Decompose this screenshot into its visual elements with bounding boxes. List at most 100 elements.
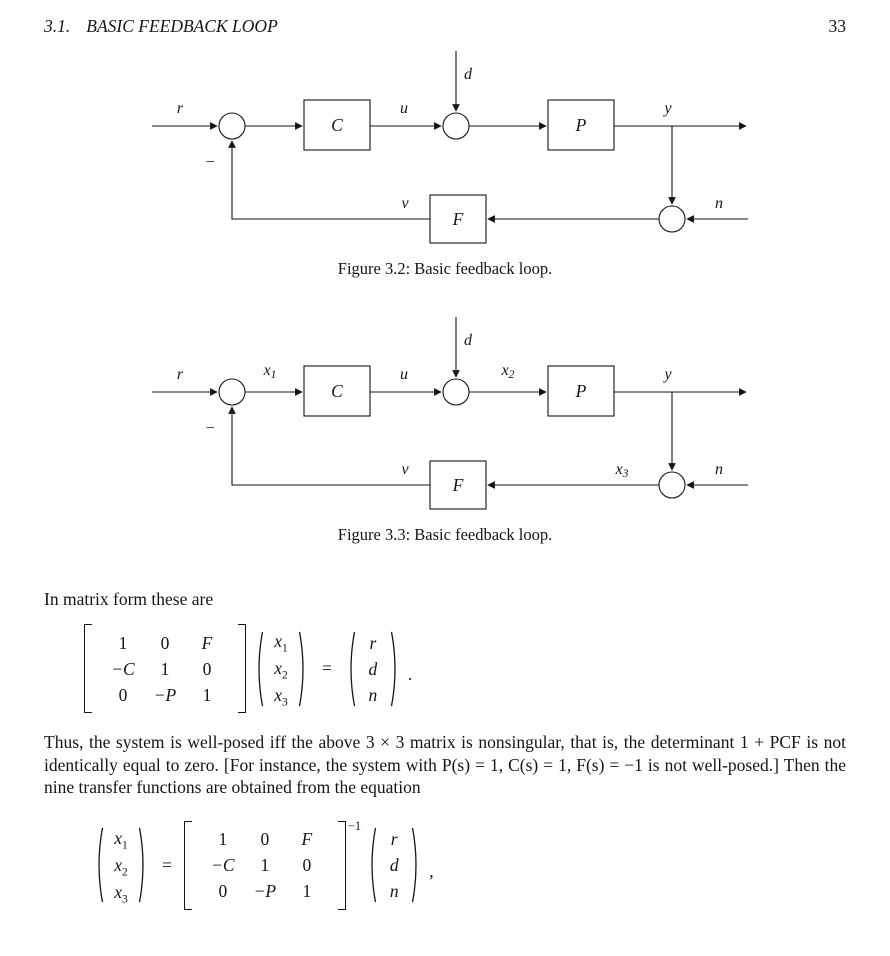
- vector-entry: n: [368, 684, 378, 705]
- vector-entry: x3: [274, 685, 288, 709]
- summing-junction-2: [442, 378, 470, 406]
- left-bracket: [84, 624, 92, 713]
- signal-label-d: d: [464, 66, 473, 83]
- block-c-label: C: [331, 381, 343, 401]
- right-paren: [138, 825, 148, 905]
- signal-label-x3: x3: [615, 461, 629, 480]
- matrix-cell: 0: [160, 632, 170, 653]
- signal-label-y: y: [662, 100, 672, 117]
- signal-label-n: n: [715, 195, 723, 212]
- right-bracket: [238, 624, 246, 713]
- rhs-vector-entries: r d n: [356, 626, 390, 712]
- running-head: 3.1.BASIC FEEDBACK LOOP 33: [0, 0, 890, 37]
- rhs-vector: r d n: [346, 626, 400, 712]
- vector-entry: x1: [114, 827, 128, 851]
- section-heading: 3.1. BASIC FEEDBACK LOOP: [44, 16, 278, 37]
- matrix-cell: 1: [118, 632, 128, 653]
- section-title: BASIC FEEDBACK LOOP: [86, 16, 278, 36]
- left-paren: [94, 825, 104, 905]
- feedback-line: [228, 140, 430, 220]
- minus-sign: −: [205, 154, 216, 171]
- left-paren: [367, 825, 377, 905]
- block-f-label: F: [452, 475, 464, 495]
- right-paren: [411, 825, 421, 905]
- signal-label-v: v: [401, 461, 409, 478]
- matrix-cell: −P: [253, 881, 277, 901]
- figure-3-3-caption: Figure 3.3: Basic feedback loop.: [337, 525, 553, 544]
- summing-junction-2: [442, 112, 470, 140]
- coefficient-matrix: 1 0 F −C 1 0 0 −P 1: [192, 822, 338, 908]
- matrix-cell: 1: [160, 658, 170, 679]
- matrix-cell: 0: [202, 658, 212, 679]
- equals-sign: =: [162, 854, 172, 875]
- intro-text: In matrix form these are: [44, 589, 214, 609]
- summing-junction-1: [218, 378, 246, 406]
- vector-entry: x2: [114, 854, 128, 878]
- section-number: 3.1.: [44, 16, 71, 36]
- matrix-cell: 0: [118, 684, 128, 705]
- right-paren: [298, 629, 308, 709]
- block-p-label: P: [575, 381, 587, 401]
- matrix-cell: 0: [302, 855, 312, 875]
- block-f-label: F: [452, 209, 464, 229]
- signal-label-n: n: [715, 461, 723, 478]
- signal-label-v: v: [401, 195, 409, 212]
- state-vector-entries: x1 x2 x3: [264, 624, 298, 713]
- coefficient-matrix: 1 0 F −C 1 0 0 −P 1: [92, 626, 238, 712]
- signal-label-x2: x2: [501, 362, 515, 381]
- vector-entry: d: [368, 658, 378, 679]
- block-p: [547, 365, 615, 417]
- figure-3-3-diagram: r − x1 C u d x2 P y n x3 F v: [152, 317, 748, 510]
- matrix-equation-2: x1 x2 x3 = 1 0 F −C 1 0 0 −P 1 −1 r d n: [92, 818, 890, 910]
- matrix-cell: 1: [302, 881, 312, 901]
- block-f: [429, 460, 487, 510]
- signal-label-u: u: [400, 366, 408, 383]
- matrix-cell: −C: [111, 658, 135, 679]
- equation-comma: ,: [429, 860, 434, 881]
- left-paren: [346, 629, 356, 709]
- matrix-cell: 0: [218, 881, 228, 901]
- block-p: [547, 99, 615, 151]
- vector-entry: x2: [274, 658, 288, 682]
- block-p-label: P: [575, 115, 587, 135]
- block-c-label: C: [331, 115, 343, 135]
- matrix-cell: 1: [202, 684, 212, 705]
- matrix-cell: 0: [260, 829, 270, 849]
- state-vector-entries: x1 x2 x3: [104, 821, 138, 910]
- matrix-cell: 1: [260, 855, 270, 875]
- figure-3-2-caption: Figure 3.2: Basic feedback loop.: [337, 259, 553, 278]
- signal-label-u: u: [400, 100, 408, 117]
- vector-entry: r: [369, 632, 377, 653]
- vector-entry: x1: [274, 631, 288, 655]
- signal-label-r: r: [177, 100, 184, 117]
- left-paren: [254, 629, 264, 709]
- vector-entry: n: [389, 881, 399, 901]
- matrix-equation-1: 1 0 F −C 1 0 0 −P 1 x1 x2 x3 = r d: [84, 624, 890, 713]
- vector-entry: r: [390, 829, 398, 849]
- feedback-line: [228, 406, 430, 486]
- matrix-cell: −C: [211, 855, 235, 875]
- body-paragraph: Thus, the system is well-posed iff the a…: [44, 732, 846, 797]
- equation-period: .: [407, 664, 413, 684]
- signal-label-y: y: [662, 366, 672, 383]
- vector-entry: d: [389, 855, 399, 875]
- matrix-cell: 1: [218, 829, 228, 849]
- right-bracket: [337, 820, 346, 910]
- inverse-exponent: −1: [347, 818, 362, 833]
- signal-label-x1: x1: [263, 362, 277, 381]
- figure-3-2-diagram: r − C u d P y n F v: [152, 51, 748, 244]
- right-paren: [390, 629, 400, 709]
- matrix-cell: F: [201, 632, 213, 653]
- equals-sign: =: [322, 658, 332, 678]
- state-vector: x1 x2 x3: [94, 821, 148, 910]
- signal-label-d: d: [464, 332, 473, 349]
- minus-sign: −: [205, 420, 216, 437]
- rhs-vector-entries: r d n: [377, 822, 411, 908]
- left-bracket: [183, 820, 192, 910]
- summing-junction-3: [658, 471, 686, 499]
- matrix-cell: −P: [153, 684, 177, 705]
- signal-label-r: r: [177, 366, 184, 383]
- vector-entry: x3: [114, 881, 128, 905]
- block-c: [303, 99, 371, 151]
